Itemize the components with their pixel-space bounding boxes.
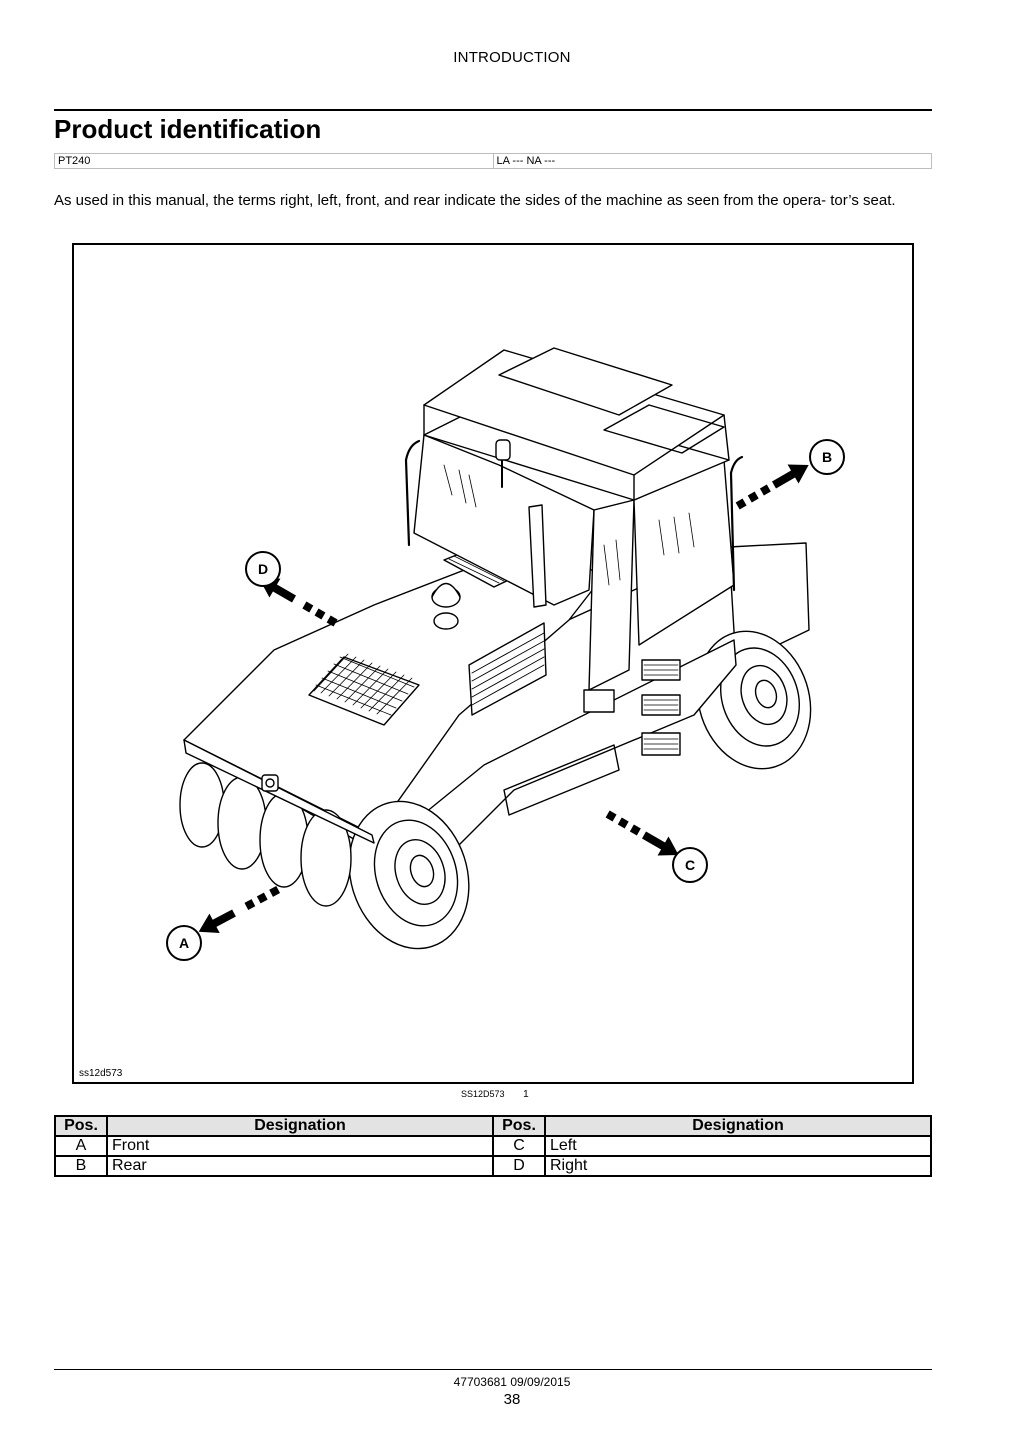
- figure-inner-id: ss12d573: [79, 1068, 123, 1079]
- pos-cell: C: [492, 1135, 546, 1157]
- page-number: 38: [503, 1391, 521, 1408]
- table-row: A Front C Left: [54, 1135, 932, 1157]
- roller-illustration: [179, 347, 812, 950]
- figure-caption-number: 1: [523, 1089, 529, 1100]
- pos-cell: B: [54, 1155, 108, 1177]
- callout-b: [809, 439, 845, 475]
- callout-label-a: A: [179, 935, 189, 951]
- running-header: INTRODUCTION: [453, 49, 571, 66]
- figure-caption: SS12D573 1: [461, 1089, 529, 1100]
- header-pos-1: Pos.: [54, 1115, 108, 1137]
- intro-paragraph: As used in this manual, the terms right,…: [54, 192, 896, 209]
- table-row: B Rear D Right: [54, 1155, 932, 1177]
- pos-cell: A: [54, 1135, 108, 1157]
- header-pos-2: Pos.: [492, 1115, 546, 1137]
- header-designation-2: Designation: [544, 1115, 932, 1137]
- designation-cell: Front: [106, 1135, 494, 1157]
- designation-cell: Left: [544, 1135, 932, 1157]
- legend-header-row: Pos. Designation Pos. Designation: [54, 1115, 932, 1137]
- figure-caption-id: SS12D573: [461, 1089, 505, 1099]
- header-rule: [54, 109, 932, 111]
- callout-label-d: D: [258, 561, 268, 577]
- region-cell: LA --- NA ---: [493, 153, 932, 169]
- page-title: Product identification: [54, 114, 322, 144]
- callout-d: [245, 551, 281, 587]
- callout-a: [166, 925, 202, 961]
- header-designation-1: Designation: [106, 1115, 494, 1137]
- document-reference: 47703681 09/09/2015: [453, 1375, 571, 1389]
- pos-cell: D: [492, 1155, 546, 1177]
- machine-figure: A B C D ss12d573: [72, 243, 914, 1084]
- legend-table: Pos. Designation Pos. Designation A Fron…: [54, 1115, 932, 1177]
- designation-cell: Right: [544, 1155, 932, 1177]
- identification-row: PT240 LA --- NA ---: [54, 153, 932, 169]
- callout-label-b: B: [822, 449, 832, 465]
- callout-c: [672, 847, 708, 883]
- model-cell: PT240: [54, 153, 494, 169]
- direction-arrows: A B C D: [166, 439, 845, 961]
- callout-label-c: C: [685, 857, 695, 873]
- footer-rule: [54, 1369, 932, 1370]
- designation-cell: Rear: [106, 1155, 494, 1177]
